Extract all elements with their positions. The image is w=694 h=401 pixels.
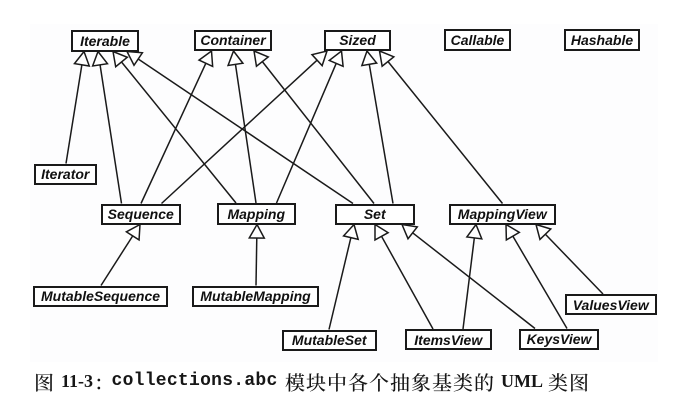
inheritance-arrowhead-mapping-to-container xyxy=(226,49,245,67)
class-name-label: Container xyxy=(200,32,266,49)
class-box-sized: Sized xyxy=(324,29,391,51)
edge-sequence-to-sized xyxy=(160,59,318,205)
class-box-callable: Callable xyxy=(444,29,511,51)
edge-mapping-to-sized xyxy=(275,63,337,204)
inheritance-arrowhead-set-to-sized xyxy=(360,49,379,67)
inheritance-arrowhead-keysview-to-mappingview xyxy=(505,223,521,242)
class-name-label: Sized xyxy=(339,32,376,49)
class-box-mutablemapping: MutableMapping xyxy=(192,285,319,307)
class-name-label: Mapping xyxy=(227,205,286,222)
class-name-label: Set xyxy=(363,206,386,222)
inheritance-arrowhead-sequence-to-sized xyxy=(310,49,329,68)
class-name-label: MutableSet xyxy=(291,332,367,348)
inheritance-arrowhead-set-to-container xyxy=(253,49,270,68)
class-box-mapping: Mapping xyxy=(216,203,296,225)
inheritance-arrowhead-valuesview-to-mappingview xyxy=(534,223,553,241)
class-box-itemsview: ItemsView xyxy=(404,329,492,350)
class-name-label: Hashable xyxy=(570,31,634,48)
inheritance-arrowhead-mappingview-to-sized xyxy=(378,49,396,68)
class-box-container: Container xyxy=(194,29,272,51)
class-box-valuesview: ValuesView xyxy=(564,294,657,315)
class-box-mappingview: MappingView xyxy=(449,203,556,225)
edge-set-to-container xyxy=(261,61,375,204)
class-name-label: MutableSequence xyxy=(40,288,161,304)
edge-sequence-to-iterable xyxy=(99,64,123,204)
class-box-hashable: Hashable xyxy=(564,29,640,51)
class-name-label: Iterator xyxy=(41,166,90,182)
edge-itemsview-to-mappingview xyxy=(462,237,476,330)
edge-mappingview-to-sized xyxy=(387,61,504,204)
inheritance-arrowhead-mutablesequence-to-sequence xyxy=(124,223,141,242)
inheritance-arrowhead-set-to-iterable xyxy=(125,50,144,67)
edge-sequence-to-container xyxy=(140,62,207,204)
inheritance-arrowhead-keysview-to-set xyxy=(400,223,419,241)
class-box-iterator: Iterator xyxy=(34,163,97,185)
class-name-label: Callable xyxy=(450,32,505,48)
edge-iterator-to-iterable xyxy=(65,64,83,164)
inheritance-arrowhead-mapping-to-sized xyxy=(327,49,344,68)
inheritance-arrowhead-itemsview-to-set xyxy=(374,223,390,242)
edge-set-to-sized xyxy=(368,64,394,204)
class-box-sequence: Sequence xyxy=(101,203,181,225)
class-box-mutablesequence: MutableSequence xyxy=(33,285,168,307)
class-name-label: MappingView xyxy=(457,206,547,222)
inheritance-arrowhead-itemsview-to-mappingview xyxy=(465,222,483,240)
inheritance-arrowhead-mutableset-to-set xyxy=(342,222,360,241)
edge-mapping-to-iterable xyxy=(120,61,237,204)
edge-mutableset-to-set xyxy=(328,237,352,330)
class-box-keysview: KeysView xyxy=(519,328,599,350)
inheritance-arrowhead-sequence-to-container xyxy=(197,49,214,68)
inheritance-arrowhead-sequence-to-iterable xyxy=(91,49,109,67)
class-name-label: ItemsView xyxy=(414,331,483,348)
edge-itemsview-to-set xyxy=(380,235,434,330)
inheritance-arrowhead-mutablemapping-to-mapping xyxy=(247,222,266,239)
inheritance-arrowhead-iterator-to-iterable xyxy=(73,49,91,67)
edge-mutablesequence-to-sequence xyxy=(100,235,134,286)
class-box-mutableset: MutableSet xyxy=(281,329,377,351)
edge-mapping-to-container xyxy=(234,64,257,204)
edge-valuesview-to-mappingview xyxy=(544,233,604,295)
edge-mutablemapping-to-mapping xyxy=(255,237,258,286)
edge-keysview-to-set xyxy=(412,232,536,330)
class-box-set: Set xyxy=(335,203,415,225)
class-name-label: Iterable xyxy=(80,32,130,49)
class-box-iterable: Iterable xyxy=(71,29,139,52)
edge-keysview-to-mappingview xyxy=(512,235,568,329)
class-name-label: MutableMapping xyxy=(200,288,311,304)
inheritance-arrowhead-mapping-to-iterable xyxy=(112,50,129,69)
class-name-label: KeysView xyxy=(526,331,592,348)
class-name-label: ValuesView xyxy=(572,296,649,313)
class-name-label: Sequence xyxy=(107,206,174,222)
